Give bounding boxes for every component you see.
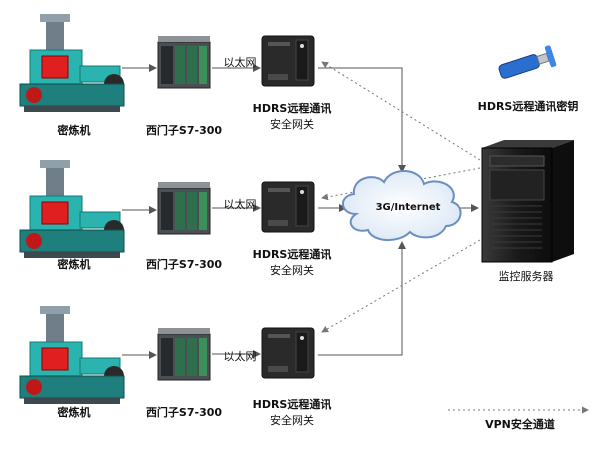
- security-gateway-icon: [261, 35, 315, 87]
- row-2: [19, 160, 315, 258]
- plc-label: 西门子S7-300: [145, 406, 223, 419]
- legend-label: VPN安全通道: [485, 418, 555, 431]
- mixer-machine-icon: [19, 160, 125, 258]
- server-label: 监控服务器: [498, 270, 554, 283]
- usb-key-icon: [498, 45, 557, 79]
- gateway-label-line2: 安全网关: [270, 118, 314, 131]
- mixer-machine-icon: [19, 306, 125, 404]
- gateway-label-line2: 安全网关: [270, 414, 314, 427]
- gateway-label: HDRS远程通讯 安全网关: [242, 396, 342, 428]
- gateway-label-line2: 安全网关: [270, 264, 314, 277]
- security-gateway-icon: [261, 327, 315, 379]
- row-1: [19, 14, 315, 112]
- machine-label: 密炼机: [57, 258, 91, 271]
- siemens-plc-icon: [157, 328, 211, 381]
- vpn-channel: [321, 61, 481, 161]
- monitoring-server-icon: [481, 140, 574, 263]
- gateway-uplink: [318, 67, 406, 173]
- plc-label: 西门子S7-300: [145, 258, 223, 271]
- security-gateway-icon: [261, 181, 315, 233]
- siemens-plc-icon: [157, 36, 211, 89]
- gateway-label: HDRS远程通讯 安全网关: [242, 246, 342, 278]
- gateway-label: HDRS远程通讯 安全网关: [242, 100, 342, 132]
- gateway-label-line1: HDRS远程通讯: [252, 248, 332, 261]
- ethernet-label: 以太网: [223, 56, 257, 69]
- mixer-machine-icon: [19, 14, 125, 112]
- row-3: [19, 306, 315, 404]
- machine-label: 密炼机: [57, 124, 91, 137]
- ethernet-label: 以太网: [223, 198, 257, 211]
- gateway-label-line1: HDRS远程通讯: [252, 398, 332, 411]
- internet-cloud-icon: [342, 170, 462, 241]
- gateway-uplink: [318, 241, 406, 356]
- gateway-label-line1: HDRS远程通讯: [252, 102, 332, 115]
- ethernet-label: 以太网: [223, 350, 257, 363]
- machine-label: 密炼机: [57, 406, 91, 419]
- siemens-plc-icon: [157, 182, 211, 235]
- plc-label: 西门子S7-300: [145, 124, 223, 137]
- key-label: HDRS远程通讯密钥: [477, 100, 579, 113]
- vpn-channel: [321, 239, 481, 333]
- cloud-label: 3G/Internet: [375, 202, 441, 213]
